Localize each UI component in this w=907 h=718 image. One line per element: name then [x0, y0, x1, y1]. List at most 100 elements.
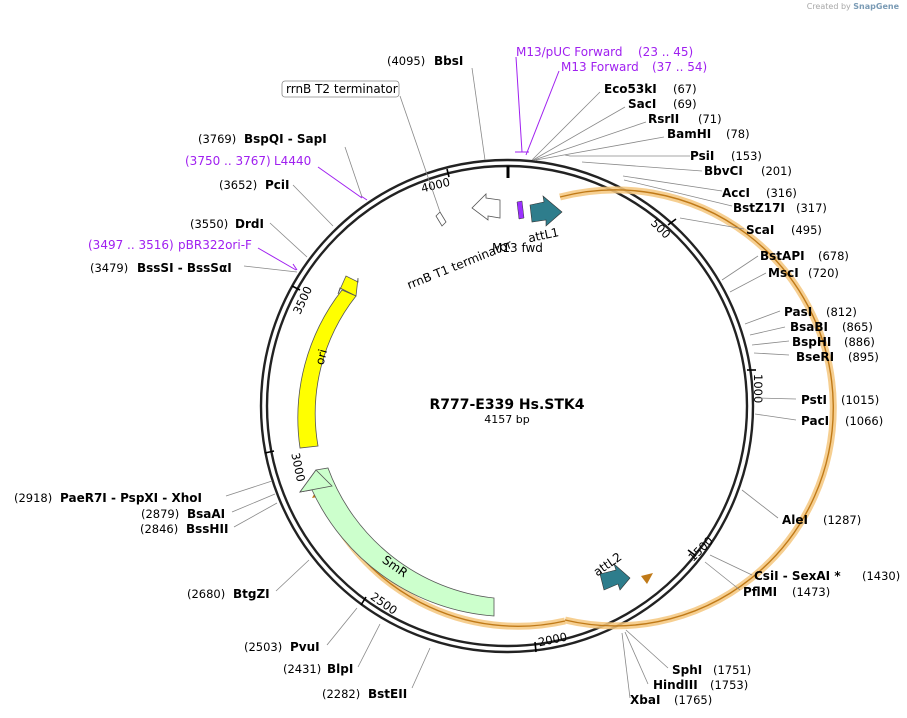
enzyme-name: MscI [768, 266, 799, 280]
leader-line [257, 247, 298, 271]
enzyme-name: PvuI [290, 640, 320, 654]
leader-line [729, 272, 767, 293]
tick-mark [360, 596, 367, 606]
leader-line [755, 397, 797, 400]
leader-line [243, 265, 298, 273]
leader-line [531, 91, 601, 161]
leader-line [533, 121, 647, 161]
enzyme-name: BstAPI [760, 249, 805, 263]
tick-label: 2000 [537, 630, 569, 650]
leader-line [225, 480, 273, 497]
enzyme-position: (78) [726, 127, 750, 141]
primer-name: M13 Forward [561, 60, 639, 74]
enzyme-name: BsaBI [790, 320, 828, 334]
enzyme-position: (1287) [823, 513, 861, 527]
enzyme-position: (317) [796, 201, 827, 215]
tick-mark [534, 641, 537, 653]
enzyme-position: (71) [698, 112, 722, 126]
ori-feature: ori [297, 275, 359, 449]
leader-line [753, 352, 790, 356]
leader-line [625, 629, 669, 669]
enzyme-name: PflMI [743, 585, 777, 599]
leader-line [624, 631, 649, 685]
enzyme-position: (67) [673, 82, 697, 96]
enzyme-position: (1473) [792, 585, 830, 599]
enzyme-position: (3769) [198, 132, 236, 146]
leader-line [292, 184, 334, 227]
enzyme-name: CsiI - SexAI * [754, 569, 841, 583]
enzyme-name: AleI [782, 513, 808, 527]
enzyme-position: (2282) [322, 687, 360, 701]
tick-label: 3500 [290, 284, 315, 316]
tick-label: 4000 [420, 175, 452, 196]
enzyme-name: BlpI [327, 662, 353, 676]
leader-line [535, 136, 665, 161]
rrnb-t2-terminator: rrnB T2 terminator [281, 80, 447, 227]
leader-line [622, 175, 723, 192]
rrnb-t1-terminator: rrnB T1 terminator [405, 193, 514, 292]
enzyme-position: (2503) [244, 640, 282, 654]
enzyme-name: BseRI [796, 350, 834, 364]
attl1-feature: attL1 [527, 195, 563, 245]
enzyme-name: AccI [722, 186, 750, 200]
primer-name: L4440 [274, 154, 311, 168]
enzyme-name: BsaAI [187, 507, 225, 521]
leader-line [344, 146, 363, 198]
attl1-label: attL1 [527, 225, 560, 245]
m13-fwd-label: M13 fwd [492, 241, 543, 255]
enzyme-position: (2879) [141, 507, 179, 521]
smr-feature: SmR [299, 467, 495, 617]
enzyme-labels: (4095) BbsI Eco53kI (67) SacI (69) RsrII… [14, 54, 900, 707]
rrnb-t2-label: rrnB T2 terminator [286, 82, 398, 96]
primer-range: (23 .. 45) [638, 45, 693, 59]
primer-range: (37 .. 54) [652, 60, 707, 74]
leader-line [231, 493, 276, 513]
enzyme-position: (2431) [283, 662, 321, 676]
tick-mark [687, 549, 697, 557]
enzyme-position: (1066) [845, 414, 883, 428]
leader-line [744, 310, 781, 325]
enzyme-position: (2680) [187, 587, 225, 601]
leader-line [704, 561, 741, 591]
enzyme-name: XbaI [630, 693, 660, 707]
enzyme-name: BssSI - BssSαI [137, 261, 232, 275]
tick-label: 500 [648, 216, 673, 241]
snapgene-watermark: Created by SnapGene [807, 2, 899, 11]
leader-line [269, 222, 308, 258]
leader-line [532, 106, 626, 161]
enzyme-name: Eco53kI [604, 82, 657, 96]
enzyme-name: BamHI [667, 127, 711, 141]
enzyme-name: BspHI [792, 335, 831, 349]
enzyme-position: (495) [791, 223, 822, 237]
plasmid-name: R777-E339 Hs.STK4 [429, 397, 584, 413]
attl2-feature: attL2 [591, 550, 631, 591]
primer-annotations: M13/pUC Forward (23 .. 45) M13 Forward (… [88, 45, 707, 271]
enzyme-name: BstZ17I [733, 201, 785, 215]
enzyme-name: ScaI [746, 223, 774, 237]
rrnb-t2-label-box [281, 80, 400, 98]
leader-line [326, 607, 358, 646]
leader-line [741, 489, 779, 519]
tick-label: 1000 [751, 374, 765, 403]
enzyme-name: BssHII [186, 522, 228, 536]
enzyme-name: HindIII [653, 678, 698, 692]
leader-line [679, 217, 745, 230]
enzyme-position: (201) [761, 164, 792, 178]
enzyme-position: (886) [844, 335, 875, 349]
primer-name: M13/pUC Forward [516, 45, 623, 59]
tick-mark [291, 285, 301, 291]
enzyme-name: BbvCI [704, 164, 743, 178]
leader-line [749, 326, 786, 336]
enzyme-position: (69) [673, 97, 697, 111]
enzyme-name: PsiI [690, 149, 714, 163]
enzyme-name: SacI [628, 97, 656, 111]
enzyme-name: SphI [672, 663, 702, 677]
insert-arc [312, 186, 837, 630]
enzyme-name: PaeR7I - PspXI - XhoI [60, 491, 202, 505]
leader-line [581, 161, 703, 172]
leader-line [275, 559, 310, 592]
primer-range: (3750 .. 3767) [185, 154, 271, 168]
enzyme-position: (4095) [387, 54, 425, 68]
leader-line [751, 340, 790, 346]
